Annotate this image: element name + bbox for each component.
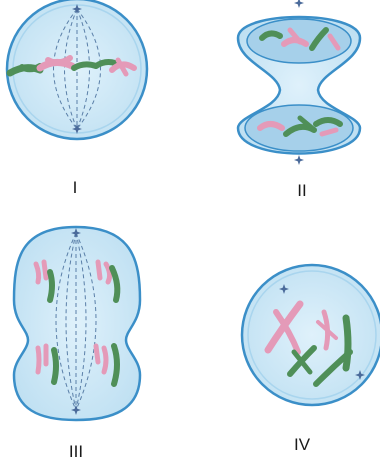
cell-membrane bbox=[14, 227, 140, 420]
panel-4-prophase-cell bbox=[242, 265, 380, 405]
panel-2-telophase-cell bbox=[238, 0, 360, 165]
panel-label-4: IV bbox=[272, 435, 332, 455]
cell-membrane bbox=[242, 265, 380, 405]
panel-label-3: III bbox=[46, 442, 106, 462]
panel-3-anaphase-cell bbox=[14, 227, 140, 420]
panel-1-metaphase-cell bbox=[7, 0, 147, 139]
panel-label-1: I bbox=[45, 178, 105, 198]
centriole-icon bbox=[294, 155, 304, 165]
centriole-icon bbox=[294, 0, 304, 8]
panel-label-2: II bbox=[272, 181, 332, 201]
